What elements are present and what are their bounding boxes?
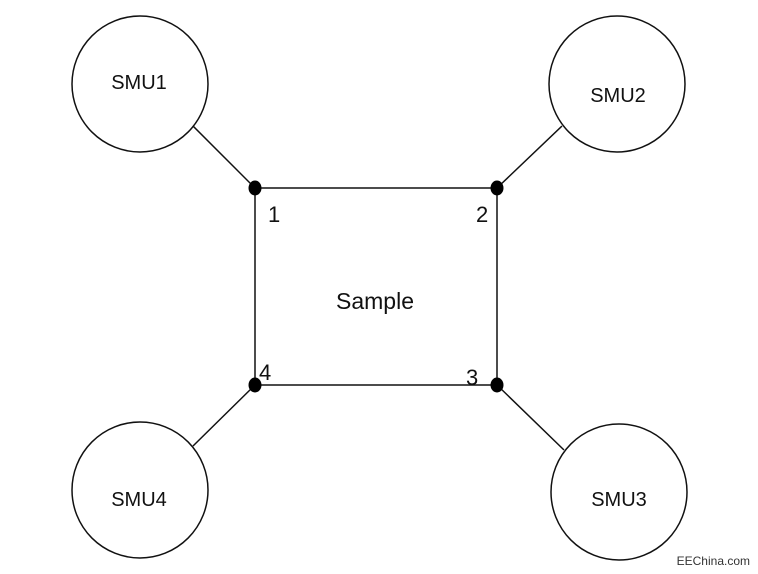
corner-number-4: 4	[259, 360, 271, 385]
smu3-connection-line	[496, 384, 565, 451]
smu3-label: SMU3	[591, 489, 647, 511]
contact-dot-3	[490, 377, 504, 393]
smu2-connection-line	[496, 125, 563, 189]
smu2-circle	[548, 15, 686, 153]
smu4-label: SMU4	[111, 489, 167, 511]
contact-dot-2	[490, 180, 504, 196]
smu4-circle	[71, 421, 209, 559]
smu4-connection-line	[192, 384, 256, 447]
corner-number-1: 1	[268, 202, 280, 227]
smu1-label: SMU1	[111, 72, 167, 94]
contact-dot-1	[248, 180, 262, 196]
smu1-connection-line	[192, 125, 256, 189]
sample-rectangle	[254, 187, 498, 386]
corner-number-2: 2	[476, 202, 488, 227]
smu3-circle	[550, 423, 688, 561]
corner-number-3: 3	[466, 365, 478, 390]
watermark: EEChina.com	[676, 554, 750, 568]
sample-label: Sample	[336, 288, 414, 314]
contact-dot-4	[248, 377, 262, 393]
smu1-circle	[71, 15, 209, 153]
smu2-label: SMU2	[590, 85, 646, 107]
